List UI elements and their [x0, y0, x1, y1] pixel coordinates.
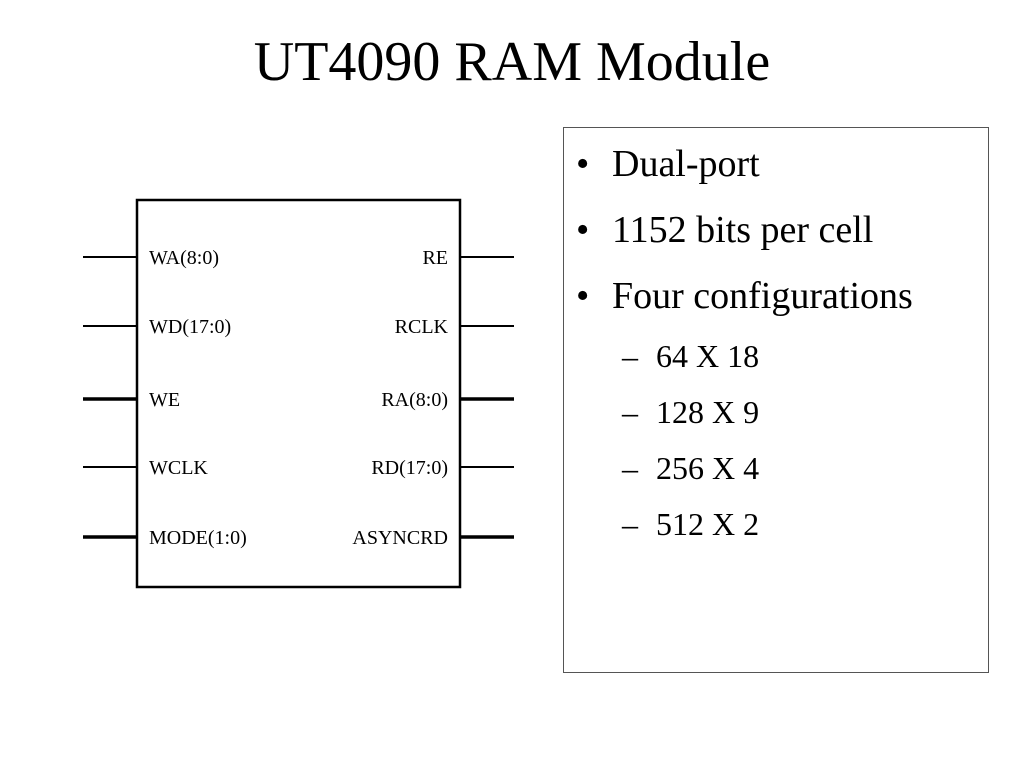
config-item: –64 X 18: [622, 336, 759, 376]
config-text: 512 X 2: [656, 506, 760, 542]
port-label-rd-17-0: RD(17:0): [371, 457, 448, 479]
right-ports: RE RCLK RA(8:0) RD(17:0) ASYNCRD: [352, 247, 514, 549]
bullet-item-configurations: • Four configurations: [576, 274, 913, 318]
port-label-wa-8-0: WA(8:0): [149, 247, 219, 269]
configuration-list: –64 X 18 –128 X 9 –256 X 4 –512 X 2: [622, 336, 759, 560]
bullet-item-dual-port: • Dual-port: [576, 142, 913, 186]
bullet-item-bits-per-cell: • 1152 bits per cell: [576, 208, 913, 252]
dash-mark: –: [622, 338, 638, 374]
config-text: 256 X 4: [656, 450, 760, 486]
feature-list-box: • Dual-port • 1152 bits per cell • Four con…: [563, 127, 989, 673]
feature-list: • Dual-port • 1152 bits per cell • Four con…: [576, 142, 913, 340]
port-label-asyncrd: ASYNCRD: [352, 527, 448, 549]
config-item: –512 X 2: [622, 504, 759, 544]
config-item: –256 X 4: [622, 448, 759, 488]
dash-mark: –: [622, 450, 638, 486]
bullet-mark: •: [576, 209, 590, 251]
ram-module-block: [135, 198, 462, 589]
port-label-wd-17-0: WD(17:0): [149, 316, 231, 338]
bullet-mark: •: [576, 275, 590, 317]
config-text: 128 X 9: [656, 394, 760, 430]
ram-module-diagram: WA(8:0) WD(17:0) WE WCLK MODE(1:0) RE RCLK RA(…: [83, 198, 514, 589]
port-label-ra-8-0: RA(8:0): [381, 389, 448, 411]
bullet-text: 1152 bits per cell: [612, 209, 874, 251]
slide-title: UT4090 RAM Module: [253, 31, 771, 93]
bullet-text: Four configurations: [612, 275, 913, 317]
dash-mark: –: [622, 394, 638, 430]
port-label-re: RE: [422, 247, 448, 269]
port-label-we: WE: [149, 389, 180, 411]
port-label-rclk: RCLK: [395, 316, 449, 338]
port-label-mode-1-0: MODE(1:0): [149, 527, 247, 549]
dash-mark: –: [622, 506, 638, 542]
left-ports: WA(8:0) WD(17:0) WE WCLK MODE(1:0): [83, 247, 247, 549]
config-text: 64 X 18: [656, 338, 760, 374]
bullet-mark: •: [576, 143, 590, 185]
bullet-text: Dual-port: [612, 143, 760, 185]
port-label-wclk: WCLK: [149, 457, 208, 479]
config-item: –128 X 9: [622, 392, 759, 432]
